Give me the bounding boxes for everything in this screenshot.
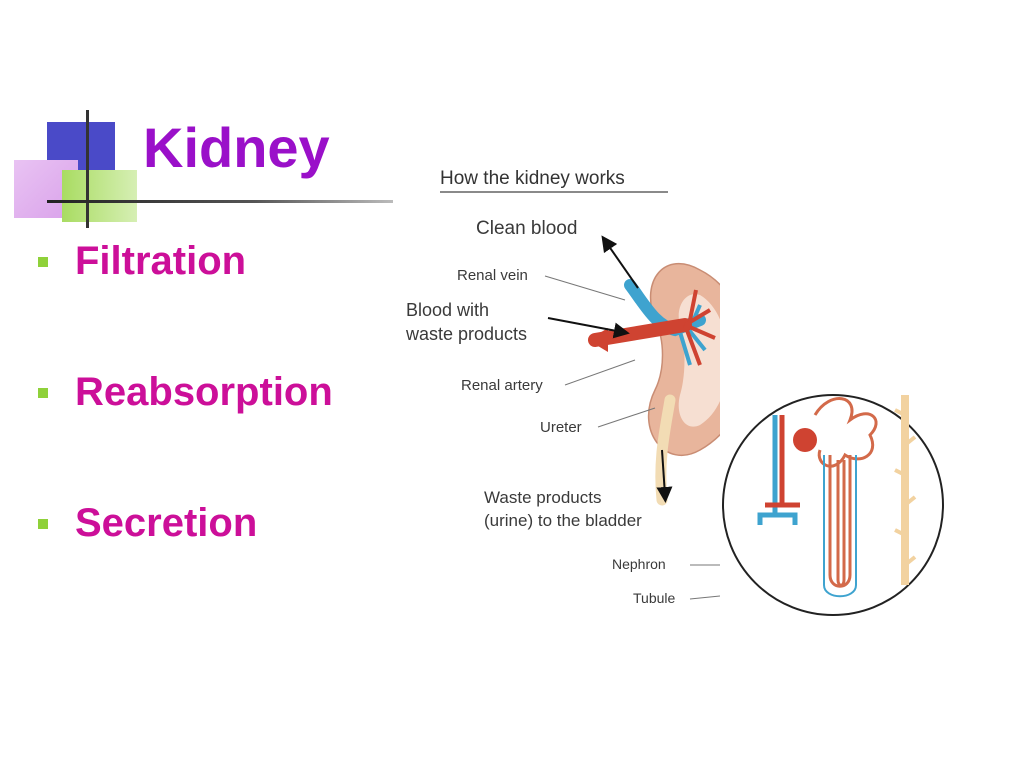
bullet-list: Filtration Reabsorption Secretion xyxy=(38,230,333,623)
renal-artery-vessel xyxy=(588,318,692,347)
kidney-diagram: How the kidney works Clean blood Renal v… xyxy=(405,168,720,606)
artery-branches xyxy=(683,289,716,366)
bullet-item: Filtration xyxy=(38,230,333,361)
peritubular-capillary xyxy=(823,455,857,598)
clean-blood-arrow xyxy=(601,235,639,289)
label-waste-products-urine-1: Waste products xyxy=(484,488,601,507)
waste-blood-arrow xyxy=(547,317,630,339)
bullet-marker-icon xyxy=(38,388,48,398)
nephron-zoom xyxy=(722,394,944,616)
nephron-zoom-circle xyxy=(722,394,944,616)
duct-branches xyxy=(894,408,917,567)
label-clean-blood: Clean blood xyxy=(476,218,577,239)
loop-of-henle xyxy=(828,455,852,588)
decor-green-square xyxy=(62,170,137,222)
title-underline xyxy=(47,200,393,203)
artery-arrow-tip xyxy=(588,328,608,352)
label-renal-vein: Renal vein xyxy=(457,267,528,284)
slide-title: Kidney xyxy=(143,116,330,179)
renal-artery-pointer xyxy=(564,359,636,386)
diagram-heading: How the kidney works xyxy=(440,168,625,189)
label-ureter: Ureter xyxy=(540,419,582,436)
bullet-text: Reabsorption xyxy=(75,370,333,414)
urine-arrow xyxy=(656,449,673,503)
bullet-item: Reabsorption xyxy=(38,361,333,492)
bullet-item: Secretion xyxy=(38,492,333,623)
label-tubule: Tubule xyxy=(633,590,676,606)
nephron-vein xyxy=(757,415,798,525)
bullet-marker-icon xyxy=(38,519,48,529)
label-nephron: Nephron xyxy=(612,556,666,572)
bullet-text: Secretion xyxy=(75,501,258,545)
label-waste-products-urine-2: (urine) to the bladder xyxy=(484,511,642,530)
label-blood-with: Blood with xyxy=(406,300,489,320)
label-renal-artery: Renal artery xyxy=(461,377,543,394)
renal-vein-pointer xyxy=(544,275,626,301)
label-waste-products: waste products xyxy=(405,324,527,344)
bullet-text: Filtration xyxy=(75,239,247,283)
glomerulus xyxy=(793,428,817,452)
tubule-pointer xyxy=(689,595,720,600)
nephron-artery xyxy=(765,415,800,508)
ureter-pointer xyxy=(597,407,656,428)
decor-vertical-line xyxy=(86,110,89,228)
bullet-marker-icon xyxy=(38,257,48,267)
